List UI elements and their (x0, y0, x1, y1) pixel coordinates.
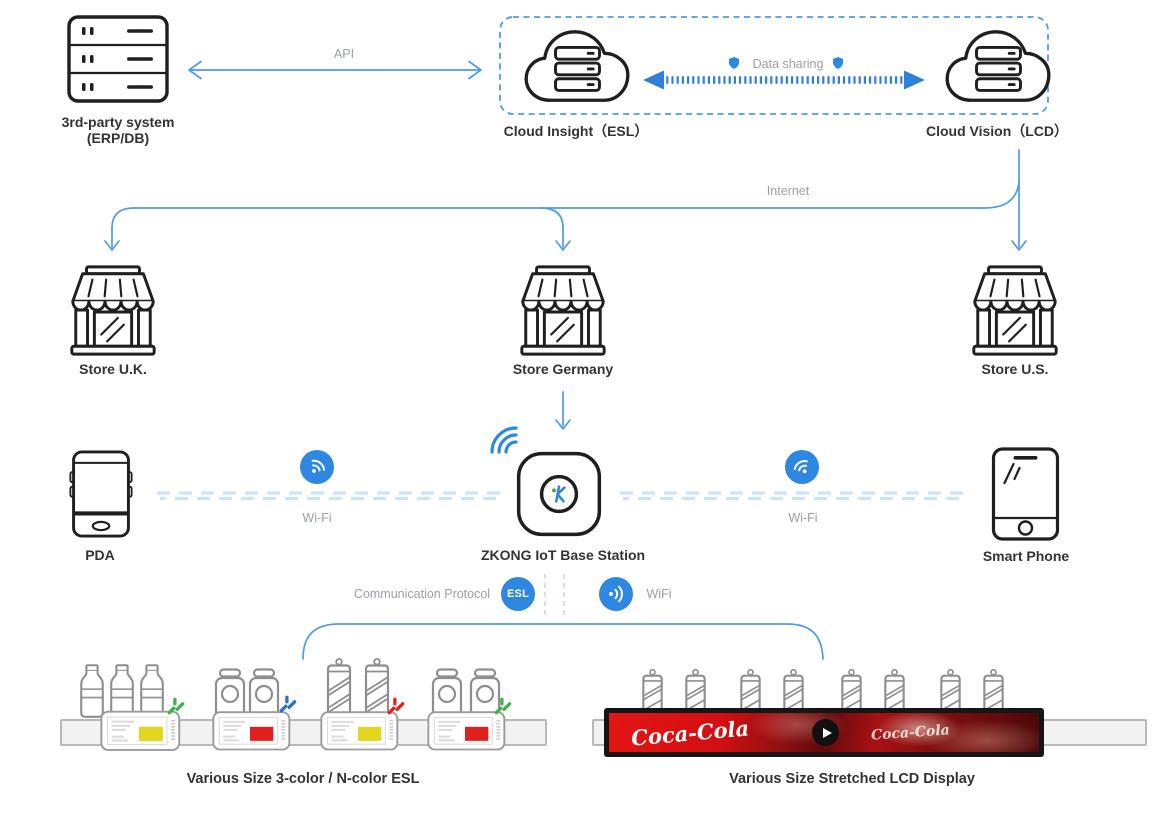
internet-lines (104, 149, 1027, 251)
pda-label: PDA (85, 547, 115, 563)
cloud-server-icon-vision (945, 30, 1051, 102)
internet-label: Internet (766, 184, 810, 198)
smart-phone-label: Smart Phone (982, 548, 1070, 564)
shield-icon (729, 57, 739, 69)
cloud-vision-label: Cloud Vision（LCD） (925, 123, 1069, 139)
wifi-link-right (620, 491, 968, 501)
protocol-divider (544, 574, 565, 616)
smartphone-icon (991, 447, 1060, 541)
wifi-right-badge (785, 450, 819, 484)
store-icon-uk (70, 265, 156, 356)
base-station-signal-icon (490, 426, 518, 454)
base-station-icon (516, 451, 602, 537)
signal-icon (609, 585, 623, 603)
lcd-brand-right: Coca-Cola (870, 722, 951, 744)
esl-tag-red (212, 711, 291, 751)
communication-protocol-label: Communication Protocol (353, 587, 491, 601)
third-party-label-line2: (ERP/DB) (86, 130, 150, 146)
wifi-link-left (157, 491, 505, 501)
jar-icon (469, 668, 501, 720)
api-arrow (188, 60, 482, 80)
store-us-label: Store U.S. (981, 361, 1049, 377)
pda-icon (69, 450, 133, 538)
bottle-icon (110, 664, 134, 718)
data-sharing-label: Data sharing (752, 57, 824, 71)
zkong-logo-green-dot (551, 488, 556, 493)
esl-tag-yellow (320, 711, 399, 751)
lcd-display: Coca-Cola Coca-Cola (604, 708, 1044, 757)
server-icon (67, 15, 169, 103)
esl-tag-yellow (100, 710, 181, 751)
jar-icon (214, 668, 246, 720)
base-to-shelves-bracket (302, 623, 824, 660)
sparkle-icon (167, 697, 185, 715)
store-germany-label: Store Germany (512, 361, 614, 377)
store-uk-label: Store U.K. (79, 361, 147, 377)
store-icon-germany (520, 265, 606, 356)
shield-icon (833, 57, 843, 69)
esl-group-label: Various Size 3-color / N-color ESL (186, 771, 420, 787)
play-icon (812, 719, 839, 746)
sparkle-icon (279, 695, 297, 713)
sparkle-icon (387, 697, 405, 715)
lcd-group-label: Various Size Stretched LCD Display (729, 771, 975, 787)
wifi-icon (793, 460, 808, 474)
third-party-label-line1: 3rd-party system (61, 114, 175, 130)
wifi-icon (311, 459, 326, 473)
lcd-brand-left: Coca-Cola (630, 714, 751, 751)
esl-badge-label: ESL (507, 588, 529, 600)
store-to-base-arrow (555, 391, 571, 430)
wifi-protocol-label: WiFi (646, 587, 672, 601)
data-sharing-arrow (643, 70, 925, 90)
base-station-label: ZKONG IoT Base Station (480, 547, 646, 563)
sparkle-icon (494, 697, 512, 715)
store-icon-us (972, 265, 1058, 356)
esl-protocol-badge: ESL (501, 577, 535, 611)
zkong-logo-k (554, 485, 566, 503)
cloud-server-icon-insight (524, 30, 630, 102)
wifi-left-label: Wi-Fi (302, 511, 332, 525)
esl-tag-red (427, 711, 506, 751)
bottle-icon (80, 664, 104, 718)
wifi-right-label: Wi-Fi (788, 511, 818, 525)
wifi-left-badge (300, 450, 334, 484)
api-label: API (333, 47, 355, 61)
third-party-label: 3rd-party system (ERP/DB) (62, 114, 175, 146)
cloud-insight-label: Cloud Insight（ESL） (503, 123, 649, 139)
wifi-protocol-badge (599, 577, 633, 611)
